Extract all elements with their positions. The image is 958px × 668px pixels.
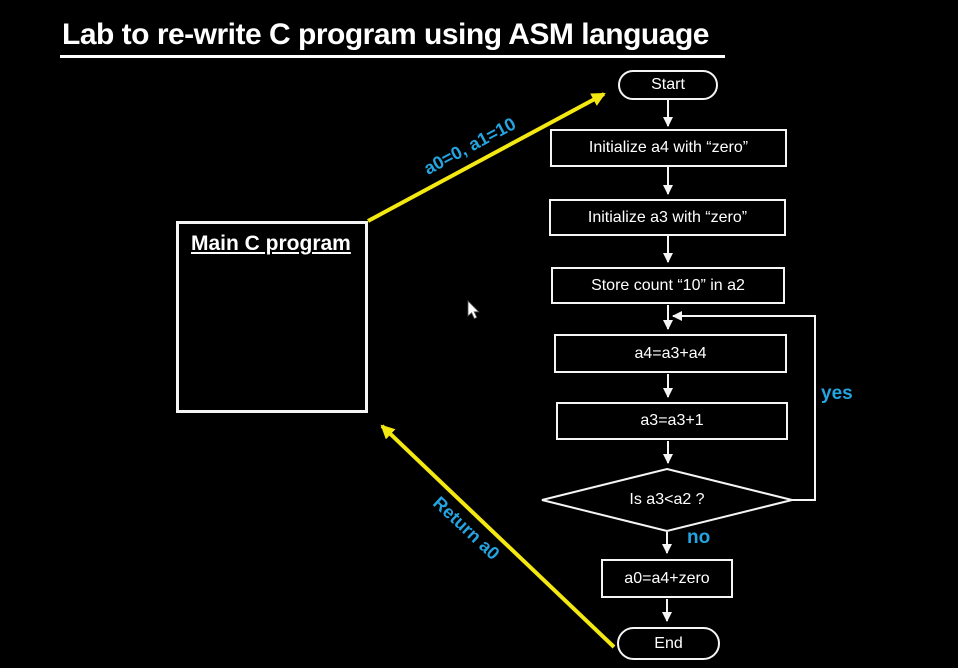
- main-c-program-label: Main C program: [191, 232, 351, 255]
- flow-node-add-label: a4=a3+a4: [634, 344, 707, 362]
- flow-node-increment: a3=a3+1: [556, 402, 788, 440]
- flow-node-increment-label: a3=a3+1: [640, 412, 704, 429]
- branch-no-label: no: [687, 527, 711, 548]
- flow-node-init-a3-label: Initialize a3 with “zero”: [587, 208, 748, 226]
- return-arrow: [380, 424, 616, 649]
- flow-node-end-label: End: [654, 634, 683, 652]
- flow-node-init-a4-label: Initialize a4 with “zero”: [588, 139, 749, 156]
- flow-node-result-label: a0=a4+zero: [624, 569, 710, 587]
- page-title: Lab to re-write C program using ASM lang…: [60, 18, 725, 58]
- decision-label: Is a3<a2 ?: [629, 491, 705, 508]
- branch-yes-label: yes: [821, 383, 853, 404]
- main-c-program-box: Main C program: [176, 221, 368, 413]
- flow-node-init-a4: Initialize a4 with “zero”: [550, 129, 787, 167]
- mouse-cursor: [467, 300, 480, 320]
- flow-node-store-count: Store count “10” in a2: [551, 267, 785, 304]
- flow-node-store-count-label: Store count “10” in a2: [591, 276, 745, 294]
- flow-node-end: End: [617, 627, 720, 660]
- call-args-label: a0=0, a1=10: [420, 113, 520, 179]
- flow-node-add: a4=a3+a4: [554, 334, 787, 373]
- flow-node-result: a0=a4+zero: [601, 559, 733, 598]
- flow-node-start-label: Start: [651, 76, 685, 93]
- flow-node-init-a3: Initialize a3 with “zero”: [549, 199, 786, 236]
- flow-node-start: Start: [618, 70, 718, 100]
- return-value-label: Return a0: [429, 492, 504, 564]
